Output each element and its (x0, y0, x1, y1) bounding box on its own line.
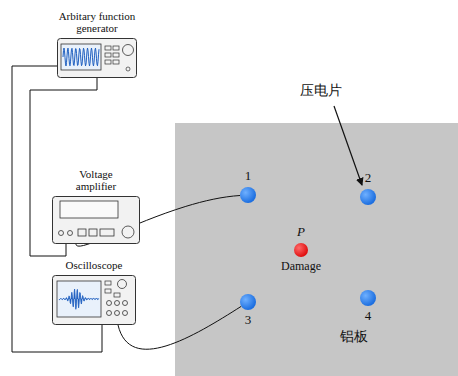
leader-arrow (334, 106, 362, 185)
oscilloscope-body (52, 275, 136, 325)
sensor-number: 4 (358, 309, 378, 324)
damage-symbol: P (291, 225, 311, 240)
piezo-sensor: 2 (360, 189, 376, 205)
function-generator: Arbitary function generator (57, 38, 137, 78)
piezo-sensor: 1 (240, 187, 256, 203)
generator-body (57, 38, 137, 78)
sensor-number: 2 (358, 171, 378, 186)
piezo-sensor: 3 (240, 294, 256, 310)
instrument-label: Voltage amplifier (66, 168, 126, 193)
instrument-label: Arbitary function generator (37, 10, 157, 35)
voltage-amplifier: Voltage amplifier (52, 196, 140, 244)
piezo-sensor: 4 (360, 290, 376, 306)
damage-label: Damage (266, 260, 336, 274)
part-label: 压电片 (300, 82, 342, 100)
damage-point: PDamage (294, 243, 308, 257)
sensor-number: 3 (238, 313, 258, 328)
aluminium-plate: 铝板1234PDamage (175, 123, 458, 376)
signal-cable (118, 306, 241, 349)
instrument-label: Oscilloscope (44, 259, 144, 272)
plate-label: 铝板 (340, 328, 368, 344)
aluminium-plate (175, 123, 458, 376)
amplifier-body (52, 196, 140, 244)
oscilloscope: Oscilloscope (52, 275, 136, 325)
sensor-number: 1 (238, 169, 258, 184)
